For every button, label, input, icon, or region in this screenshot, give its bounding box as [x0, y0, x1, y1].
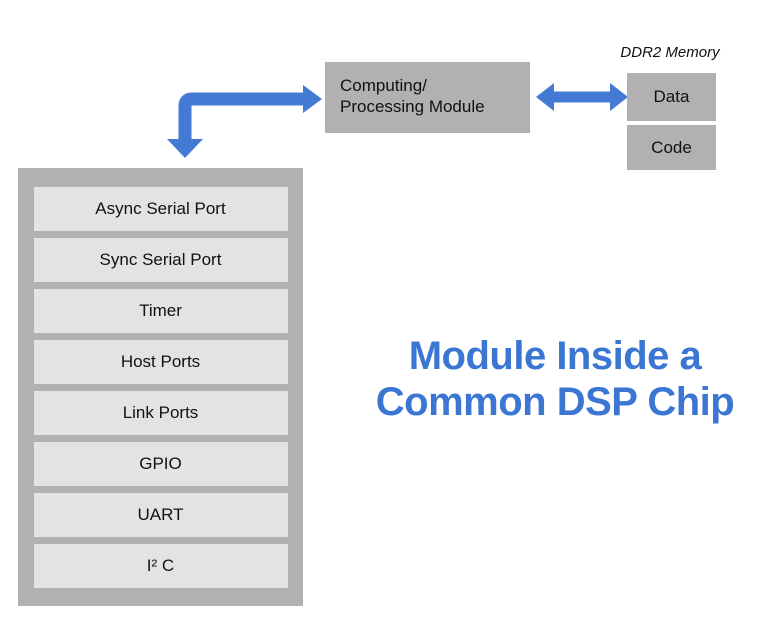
peripheral-item: Async Serial Port [33, 187, 288, 231]
peripheral-item-label: Host Ports [120, 352, 201, 371]
peripheral-item-label: GPIO [139, 454, 182, 473]
peripheral-item: UART [33, 493, 288, 537]
peripheral-item: Sync Serial Port [33, 238, 288, 282]
peripheral-item-label: Timer [139, 301, 182, 320]
computing-module-label-line2: Processing Module [340, 97, 485, 116]
elbow-double-arrow [167, 85, 322, 158]
computing-module-label-line1: Computing/ [340, 76, 427, 95]
arrowhead-down [167, 139, 203, 158]
page-title: Module Inside a Common DSP Chip [370, 333, 740, 425]
peripheral-item: Timer [33, 289, 288, 333]
peripheral-item-label: UART [137, 505, 184, 524]
arrowhead-right [303, 85, 322, 113]
computing-module-box: Computing/ Processing Module [325, 62, 530, 133]
peripheral-item: Host Ports [33, 340, 288, 384]
peripheral-item-label: I² C [146, 556, 175, 575]
peripheral-item: Link Ports [33, 391, 288, 435]
arrowhead-left [536, 83, 554, 111]
ddr2-memory-label: DDR2 Memory [620, 44, 720, 61]
memory-data-box: Data [627, 73, 716, 121]
peripheral-item-label: Async Serial Port [95, 199, 226, 218]
peripheral-item-label: Sync Serial Port [99, 250, 222, 269]
page-title-line1: Module Inside a [408, 334, 702, 378]
memory-double-arrow [536, 83, 628, 111]
peripheral-item: GPIO [33, 442, 288, 486]
page-title-line2: Common DSP Chip [375, 380, 735, 424]
peripherals-panel: Async Serial Port Sync Serial Port Timer… [18, 168, 303, 606]
peripheral-item: I² C [33, 544, 288, 588]
arrowhead-right [610, 83, 628, 111]
memory-code-box: Code [627, 125, 716, 170]
peripheral-item-label: Link Ports [122, 403, 199, 422]
